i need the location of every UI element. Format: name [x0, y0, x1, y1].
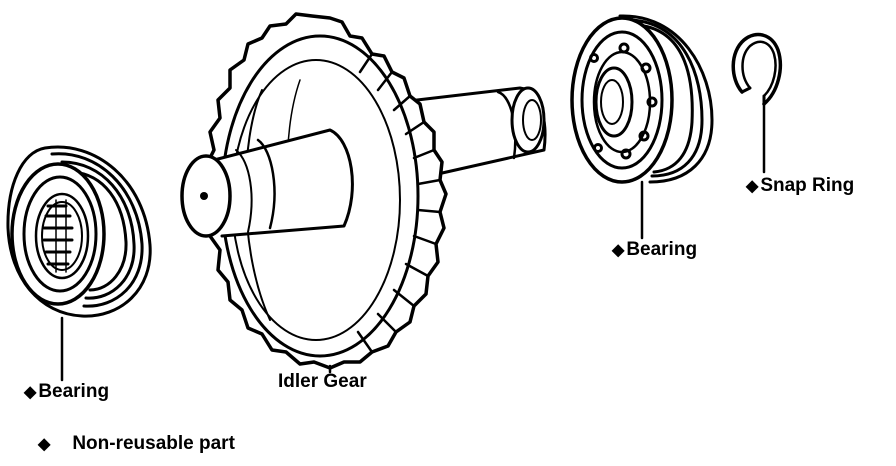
non-reusable-diamond-icon: ◆	[746, 178, 759, 195]
label-snap-ring: ◆Snap Ring	[746, 176, 854, 195]
label-snap-ring-text: Snap Ring	[760, 175, 855, 196]
non-reusable-diamond-icon: ◆	[24, 384, 37, 401]
label-bearing-left-text: Bearing	[38, 381, 110, 402]
label-bearing-left: ◆Bearing	[24, 382, 109, 401]
snap-ring	[731, 32, 783, 106]
right-bearing	[570, 14, 714, 184]
legend: ◆ Non-reusable part	[38, 434, 235, 453]
non-reusable-diamond-icon: ◆	[38, 436, 51, 453]
left-bearing	[6, 145, 152, 318]
non-reusable-diamond-icon: ◆	[612, 242, 625, 259]
legend-text: Non-reusable part	[72, 433, 235, 454]
label-bearing-right: ◆Bearing	[612, 240, 697, 259]
idler-gear	[180, 12, 547, 370]
label-bearing-right-text: Bearing	[626, 239, 698, 260]
leader-lines	[60, 102, 766, 382]
label-idler-gear: Idler Gear	[278, 371, 367, 392]
